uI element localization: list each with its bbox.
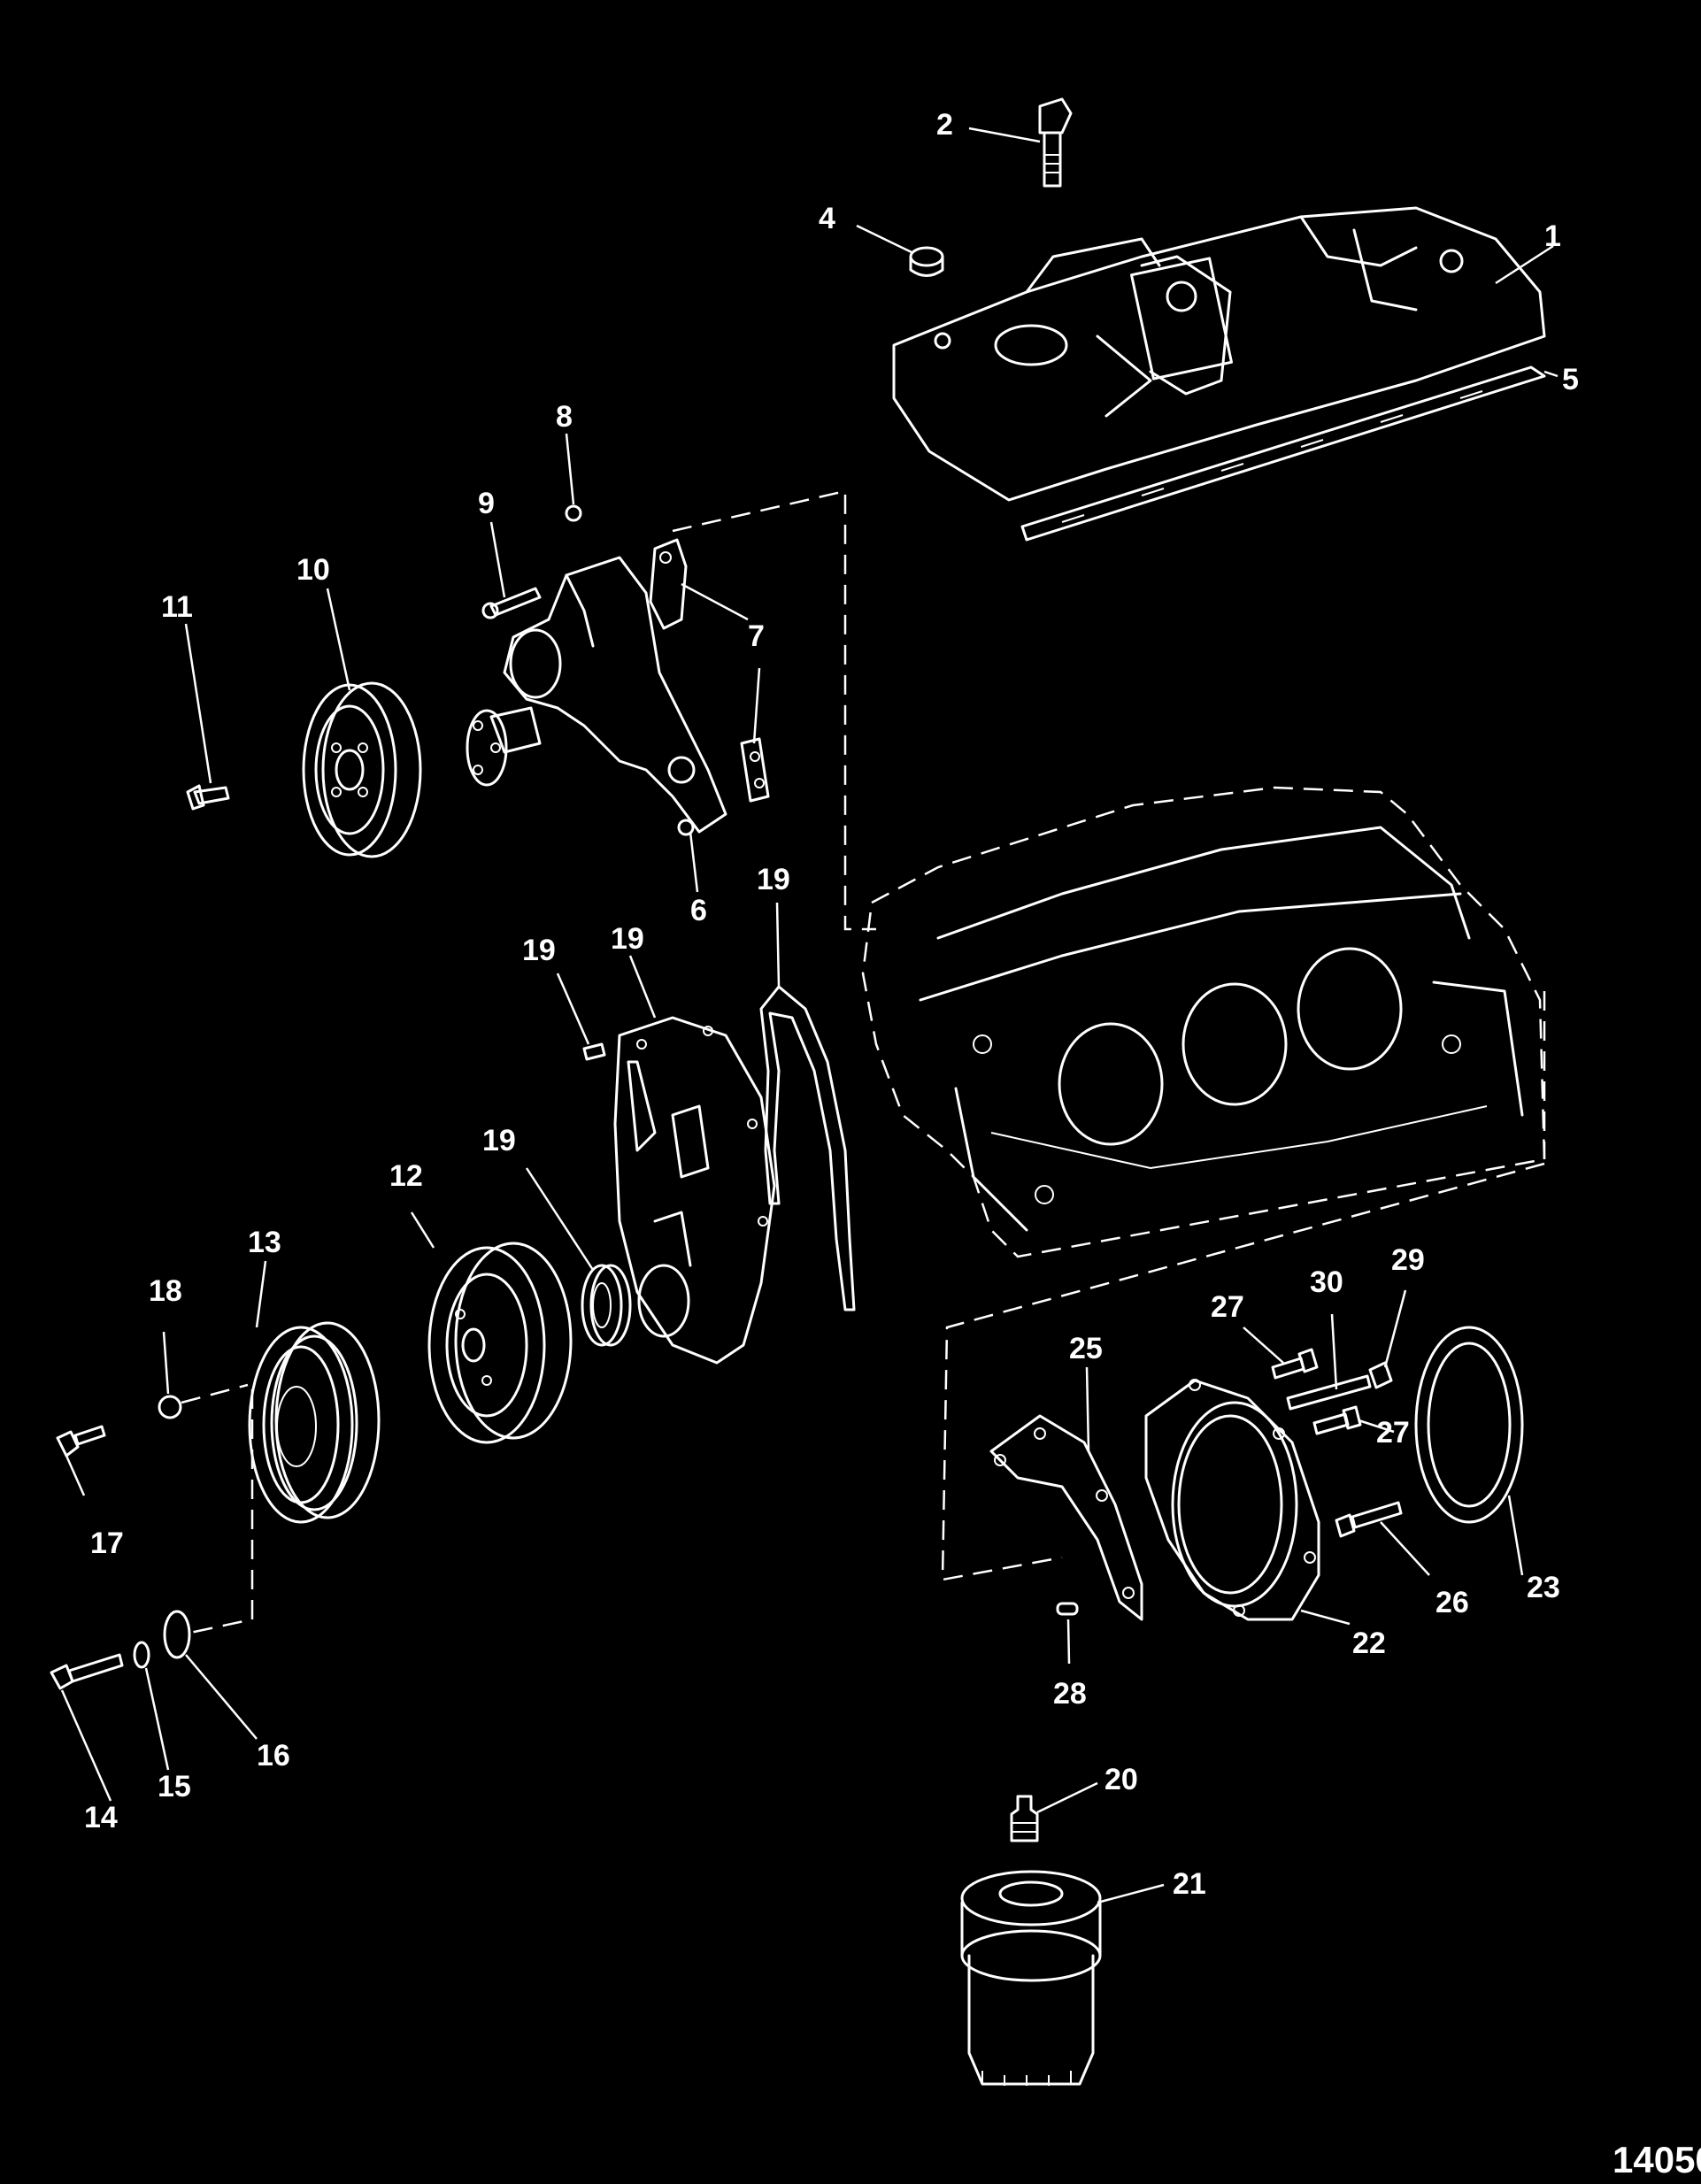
callout-19c: 19 bbox=[757, 863, 790, 896]
callout-1: 1 bbox=[1544, 219, 1561, 253]
timing-cover-icon bbox=[613, 1016, 776, 1365]
bolt-icon bbox=[186, 784, 230, 811]
seal-retainer-icon bbox=[989, 1414, 1143, 1621]
cover-gasket-icon bbox=[759, 985, 856, 1311]
callout-23: 23 bbox=[1527, 1571, 1560, 1604]
callout-11: 11 bbox=[161, 590, 193, 624]
callout-17: 17 bbox=[90, 1526, 124, 1560]
callouts: 1 2 4 5 6 7 8 9 10 11 12 13 14 15 16 17 … bbox=[84, 108, 1579, 1901]
figure-reference-number: 14050 bbox=[1612, 2139, 1701, 2180]
callout-15: 15 bbox=[158, 1770, 191, 1803]
callout-9: 9 bbox=[478, 487, 495, 520]
callout-29: 29 bbox=[1391, 1243, 1425, 1277]
stud-icon bbox=[1286, 1361, 1393, 1411]
callout-30: 30 bbox=[1310, 1265, 1343, 1299]
engine-block-icon bbox=[861, 786, 1546, 1258]
callout-26: 26 bbox=[1435, 1586, 1469, 1619]
plate-washer-icon bbox=[163, 1610, 191, 1659]
bolt-icon bbox=[582, 1042, 606, 1061]
callout-19d: 19 bbox=[482, 1124, 516, 1157]
callout-27a: 27 bbox=[1211, 1290, 1244, 1324]
assembly-line bbox=[181, 1383, 249, 1404]
callout-10: 10 bbox=[296, 553, 330, 587]
callout-5: 5 bbox=[1562, 363, 1579, 396]
washer-icon bbox=[133, 1641, 150, 1669]
assembly-line bbox=[941, 1162, 1545, 1581]
assembly-line bbox=[189, 1389, 254, 1634]
callout-19b: 19 bbox=[611, 922, 644, 956]
callout-27b: 27 bbox=[1376, 1416, 1410, 1450]
oil-filter-icon bbox=[960, 1870, 1102, 2086]
callout-28: 28 bbox=[1053, 1677, 1087, 1711]
bolt-icon bbox=[1312, 1405, 1362, 1435]
rear-seal-housing-icon bbox=[1144, 1379, 1320, 1621]
leader-lines bbox=[60, 127, 1559, 1904]
rear-main-seal-icon bbox=[1414, 1326, 1524, 1524]
pump-gasket-icon bbox=[649, 538, 770, 803]
assembly-line bbox=[672, 489, 876, 931]
callout-16: 16 bbox=[257, 1739, 290, 1773]
washer-icon bbox=[158, 1395, 182, 1419]
plug-icon bbox=[909, 246, 944, 277]
callout-8: 8 bbox=[556, 400, 573, 434]
seal-icon bbox=[581, 1264, 632, 1347]
fitting-icon bbox=[1010, 1795, 1039, 1842]
bolt-icon bbox=[1335, 1501, 1403, 1538]
callout-13: 13 bbox=[248, 1226, 281, 1259]
callout-7: 7 bbox=[748, 619, 765, 653]
callout-21: 21 bbox=[1173, 1867, 1206, 1901]
intake-manifold-icon bbox=[892, 206, 1546, 502]
pulley-icon bbox=[302, 681, 422, 858]
nut-icon bbox=[565, 504, 582, 522]
callout-19a: 19 bbox=[522, 934, 556, 967]
callout-2: 2 bbox=[936, 108, 953, 142]
dowel-pin-icon bbox=[1056, 1602, 1079, 1616]
crank-pulley-icon bbox=[248, 1321, 381, 1524]
callout-4: 4 bbox=[819, 202, 835, 235]
callout-25: 25 bbox=[1069, 1332, 1103, 1365]
callout-6: 6 bbox=[690, 894, 707, 927]
bolt-icon bbox=[56, 1425, 106, 1457]
bolt-icon bbox=[1271, 1348, 1319, 1380]
callout-12: 12 bbox=[389, 1159, 423, 1193]
callout-20: 20 bbox=[1104, 1763, 1138, 1796]
water-pump-icon bbox=[466, 556, 727, 836]
harmonic-balancer-icon bbox=[427, 1242, 573, 1444]
bolt-icon bbox=[481, 587, 542, 619]
bolt-icon bbox=[1038, 97, 1073, 188]
callout-18: 18 bbox=[149, 1274, 182, 1308]
callout-22: 22 bbox=[1352, 1626, 1386, 1660]
bolt-icon bbox=[50, 1653, 124, 1690]
callout-14: 14 bbox=[84, 1801, 118, 1834]
manifold-gasket-icon bbox=[1020, 365, 1546, 542]
